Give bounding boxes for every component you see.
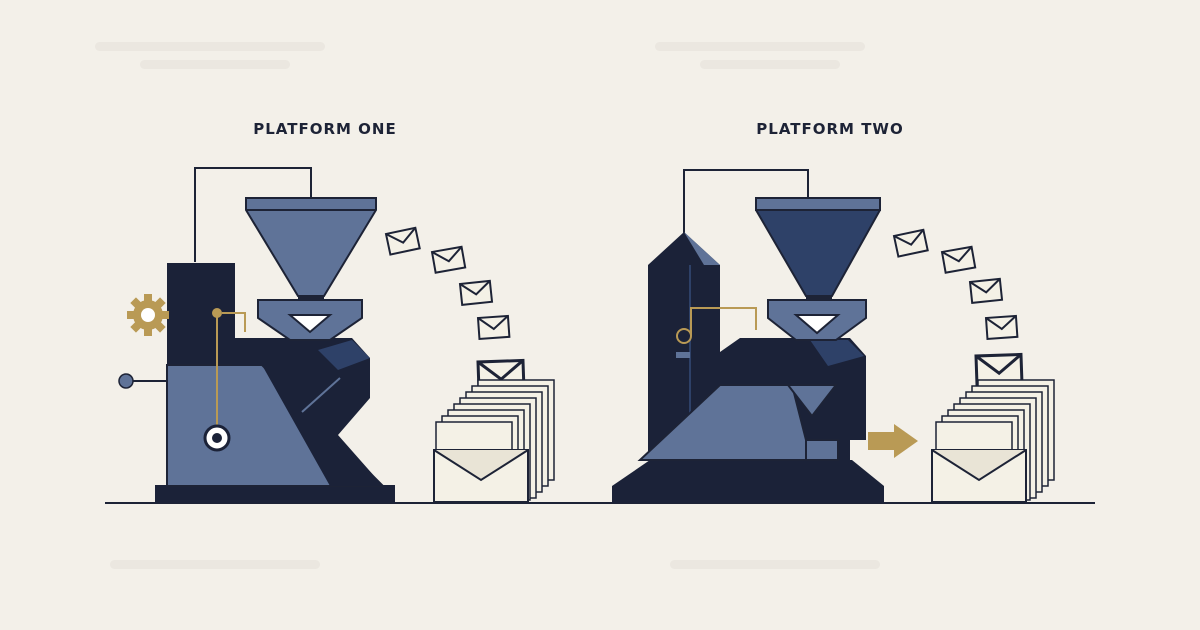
side-knob xyxy=(118,373,134,389)
machine-base xyxy=(155,485,395,503)
gold-wire xyxy=(690,307,757,336)
platform-two-machine xyxy=(612,169,884,503)
tower-roof-facet xyxy=(684,232,720,265)
panel-two-title: PLATFORM TWO xyxy=(756,120,904,138)
faint-decoration xyxy=(700,60,840,69)
envelope-icon xyxy=(941,245,977,274)
machine-detail-line xyxy=(301,377,341,413)
envelope-icon xyxy=(893,228,929,258)
dial-center xyxy=(212,433,222,443)
faint-decoration xyxy=(110,560,320,569)
faint-decoration xyxy=(95,42,325,51)
connector-wire xyxy=(194,167,312,262)
machine-bevel xyxy=(810,340,864,366)
output-tray xyxy=(805,439,839,461)
arrow-right-icon xyxy=(868,424,918,458)
nozzle-opening xyxy=(287,314,333,334)
discharge-chute xyxy=(785,384,839,418)
machine-body xyxy=(637,384,807,461)
envelope-icon xyxy=(985,314,1019,340)
funnel-neck xyxy=(298,296,324,300)
nozzle-opening xyxy=(793,314,841,335)
funnel-neck xyxy=(806,296,832,300)
machine-hopper-block xyxy=(232,338,383,486)
gold-knob xyxy=(676,328,692,344)
connector-wire xyxy=(683,169,809,234)
gear-icon xyxy=(127,294,169,336)
panel-one-title: PLATFORM ONE xyxy=(253,120,397,138)
machine-bevel xyxy=(318,340,370,370)
envelope-flow-two xyxy=(893,228,1024,389)
platform-one-machine xyxy=(118,167,395,503)
envelope-icon xyxy=(459,279,494,306)
faint-decoration xyxy=(655,42,865,51)
faint-decoration xyxy=(670,560,880,569)
envelope-icon xyxy=(969,277,1004,304)
funnel xyxy=(755,197,881,297)
envelope-icon xyxy=(385,226,421,256)
machine-base xyxy=(612,460,884,503)
document-stack-two xyxy=(931,379,1055,503)
envelope-icon xyxy=(477,314,511,340)
machine-tower xyxy=(167,263,235,373)
envelope-icon xyxy=(431,245,467,274)
faint-decoration xyxy=(140,60,290,69)
gold-wire xyxy=(222,312,246,332)
funnel xyxy=(245,197,377,297)
funnel-rim xyxy=(755,197,881,211)
envelope-flow-one xyxy=(385,226,526,395)
gold-knob xyxy=(212,308,222,318)
document-stack-one xyxy=(433,379,555,503)
indicator-slot xyxy=(676,352,690,358)
